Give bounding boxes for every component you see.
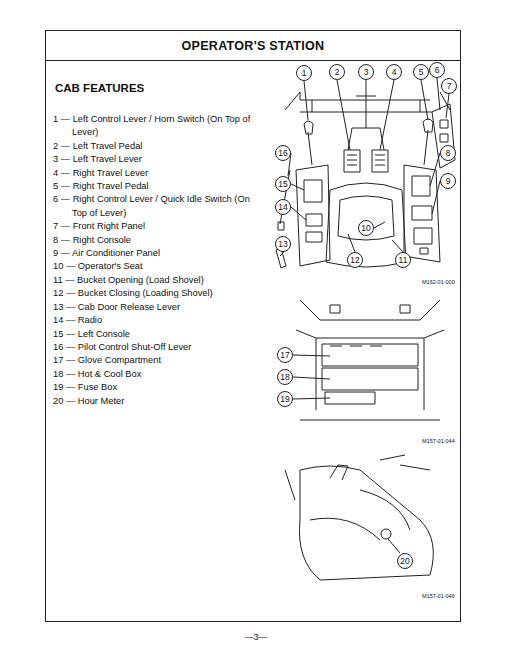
callout-text: 6	[435, 66, 440, 75]
feature-item: 7 — Front Right Panel	[53, 220, 261, 233]
feature-item: 1 — Left Control Lever / Horn Switch (On…	[53, 113, 261, 140]
callout-number: 15	[275, 176, 291, 192]
feature-item: 20 — Hour Meter	[53, 395, 261, 408]
feature-item: 8 — Right Console	[53, 234, 261, 247]
callout-number: 14	[275, 199, 291, 215]
callout-text: 12	[350, 256, 359, 265]
leader-lines	[280, 78, 449, 256]
callout-text: 7	[447, 82, 452, 91]
feature-item: 12 — Bucket Closing (Loading Shovel)	[53, 287, 261, 300]
feature-item: 19 — Fuse Box	[53, 381, 261, 394]
right-control-lever	[423, 119, 433, 165]
callout-number: 7	[441, 78, 457, 94]
callout-text: 2	[335, 68, 340, 77]
feature-item: 2 — Left Travel Pedal	[53, 140, 261, 153]
feature-item: 10 — Operator's Seat	[53, 260, 261, 273]
header-box: OPERATOR'S STATION	[45, 30, 461, 61]
leader-lines	[388, 539, 400, 553]
callout-number: 12	[347, 252, 363, 268]
front-right-panel	[432, 104, 455, 168]
feature-item: 14 — Radio	[53, 314, 261, 327]
callout-text: 18	[280, 373, 289, 382]
callout-text: 14	[278, 203, 287, 212]
feature-item: 16 — Pilot Control Shut-Off Lever	[53, 341, 261, 354]
left-control-lever	[304, 121, 313, 165]
page-number: —3—	[245, 632, 268, 642]
callout-number: 1	[296, 65, 312, 81]
callout-number: 17	[277, 347, 293, 363]
feature-item: 13 — Cab Door Release Lever	[53, 301, 261, 314]
callout-text: 16	[278, 149, 287, 158]
feature-item: 11 — Bucket Opening (Load Shovel)	[53, 274, 261, 287]
figure-code: M157-01-046	[422, 593, 455, 599]
right-console	[404, 165, 440, 262]
feature-list: 1 — Left Control Lever / Horn Switch (On…	[53, 113, 261, 408]
feature-item: 4 — Right Travel Lever	[53, 167, 261, 180]
callout-number: 3	[358, 64, 374, 80]
callout-text: 10	[361, 224, 370, 233]
feature-item: 17 — Glove Compartment	[53, 354, 261, 367]
callout-text: 19	[280, 395, 289, 404]
callout-text: 13	[278, 240, 287, 249]
section-heading: CAB FEATURES	[55, 82, 144, 94]
feature-item: 6 — Right Control Lever / Quick Idle Swi…	[53, 193, 261, 220]
cab-glass-lines	[285, 455, 430, 500]
figure-code: M157-01-044	[422, 438, 455, 444]
callout-number: 2	[329, 64, 345, 80]
callout-number: 9	[440, 173, 456, 189]
callout-number: 18	[277, 369, 293, 385]
callout-text: 17	[280, 351, 289, 360]
side-console	[299, 465, 433, 580]
callout-number: 8	[440, 145, 456, 161]
travel-levers	[348, 96, 384, 150]
callout-number: 10	[358, 220, 374, 236]
callout-text: 20	[400, 557, 409, 566]
callout-number: 11	[395, 252, 411, 268]
feature-item: 3 — Left Travel Lever	[53, 153, 261, 166]
glove-compartment	[322, 344, 418, 404]
cab-rear-frame	[296, 300, 444, 420]
travel-pedals	[344, 150, 388, 172]
operator-seat	[326, 183, 406, 267]
callout-text: 11	[399, 256, 408, 265]
callout-number: 4	[386, 64, 402, 80]
feature-item: 5 — Right Travel Pedal	[53, 180, 261, 193]
feature-item: 9 — Air Conditioner Panel	[53, 247, 261, 260]
callout-text: 15	[278, 180, 287, 189]
feature-item: 18 — Hot & Cool Box	[53, 368, 261, 381]
callout-number: 6	[429, 62, 445, 78]
callout-number: 5	[413, 64, 429, 80]
callout-number: 19	[277, 391, 293, 407]
callout-text: 5	[419, 68, 424, 77]
callout-text: 1	[302, 69, 307, 78]
hour-meter	[381, 529, 391, 539]
callout-text: 4	[392, 68, 397, 77]
callout-number: 20	[397, 553, 413, 569]
leader-lines	[293, 355, 330, 399]
page-title: OPERATOR'S STATION	[182, 39, 325, 53]
figure-code: M162-01-000	[422, 279, 455, 285]
callout-number: 13	[275, 236, 291, 252]
callout-number: 16	[275, 145, 291, 161]
callout-text: 3	[364, 68, 369, 77]
callout-text: 9	[446, 177, 451, 186]
callout-text: 8	[446, 149, 451, 158]
feature-item: 15 — Left Console	[53, 328, 261, 341]
